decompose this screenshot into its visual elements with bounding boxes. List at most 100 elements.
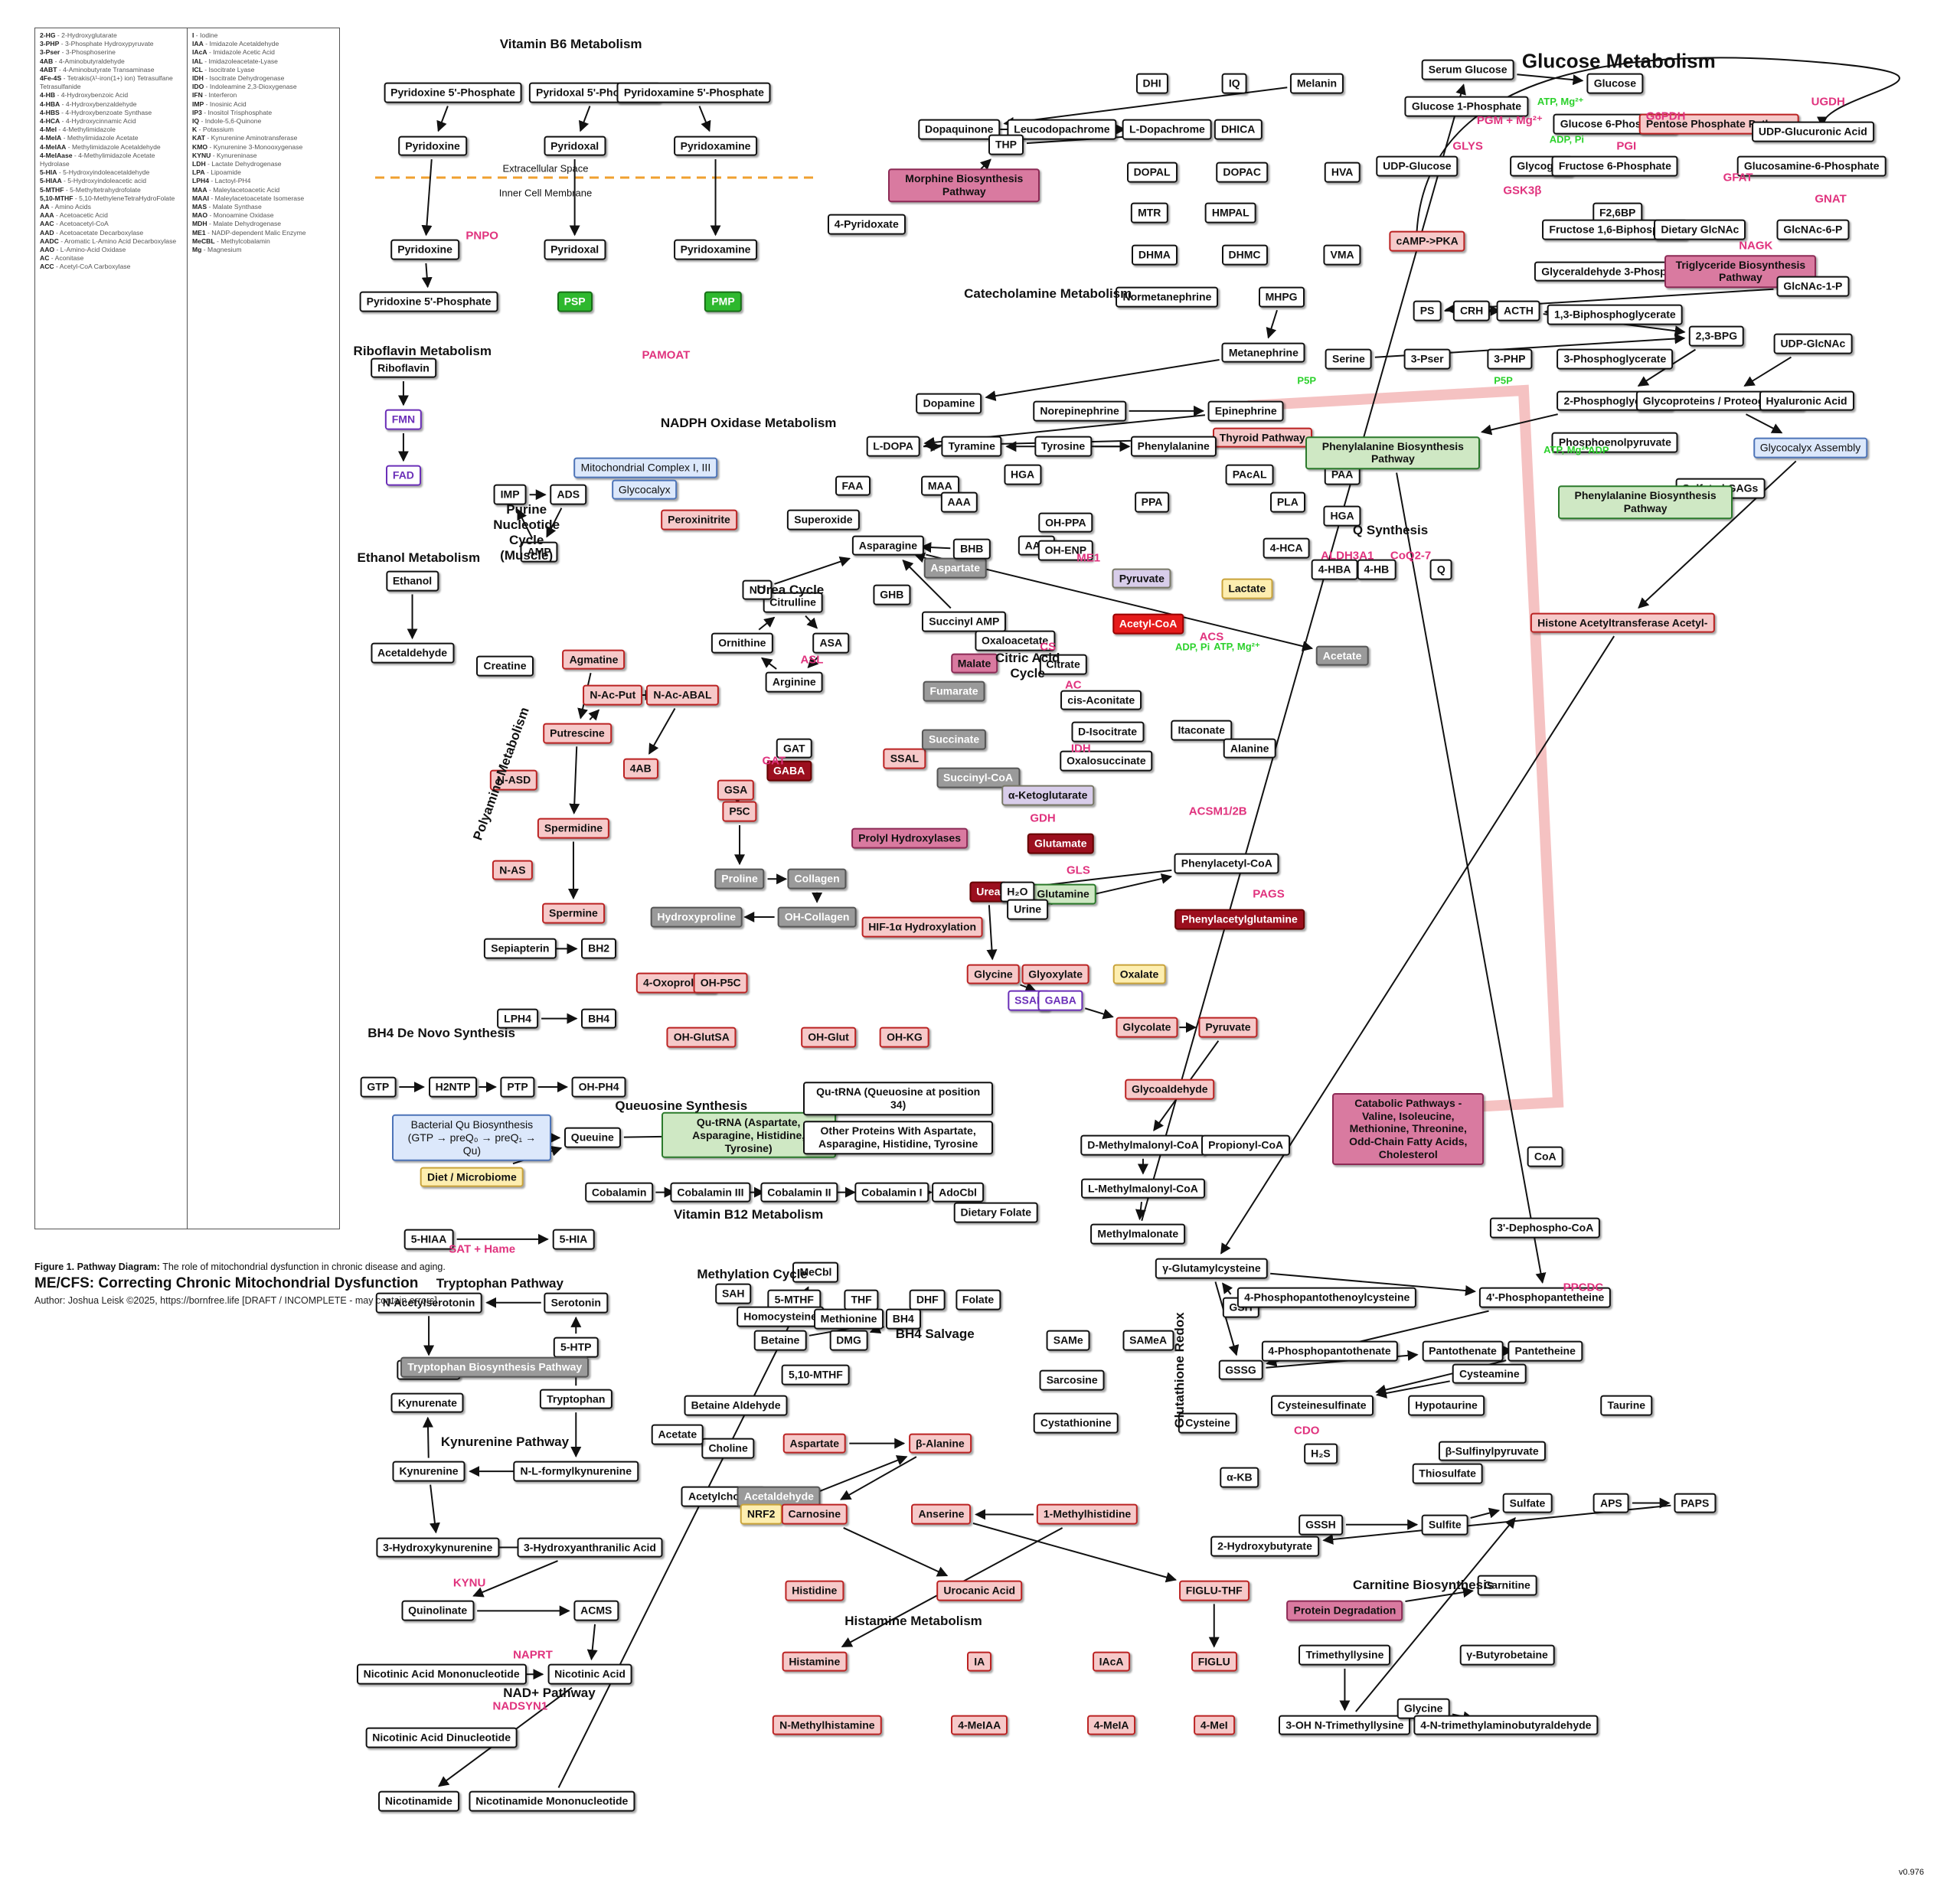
node-bh4: BH4 xyxy=(885,1308,921,1330)
section-title-nad-pathway: NAD+ Pathway xyxy=(503,1686,596,1701)
legend-abbr: AAD xyxy=(40,228,54,237)
node-no: NO xyxy=(742,579,773,600)
legend-abbr: 5-HIAA xyxy=(40,177,62,185)
legend-entry: MAAI - Maleylacetoacetate Isomerase xyxy=(192,194,335,203)
node-vma: VMA xyxy=(1323,244,1361,266)
node-nicotinic-acid: Nicotinic Acid xyxy=(547,1663,632,1685)
node-dopaquinone: Dopaquinone xyxy=(917,119,1001,140)
node-riboflavin: Riboflavin xyxy=(371,357,436,378)
node-bh4: BH4 xyxy=(581,1008,617,1029)
legend-entry: IAcA - Imidazole Acetic Acid xyxy=(192,48,335,57)
legend-entry: KYNU - Kynureninase xyxy=(192,152,335,160)
legend-entry: 3-PHP - 3-Phosphate Hydroxypyruvate xyxy=(40,40,182,48)
node-kynurenine: Kynurenine xyxy=(392,1461,466,1482)
section-title-q-synthesis: Q Synthesis xyxy=(1352,522,1429,537)
node-aspartate: Aspartate xyxy=(923,557,988,579)
section-title-riboflavin-metabolism: Riboflavin Metabolism xyxy=(353,343,492,358)
node-ppa: PPA xyxy=(1134,491,1170,513)
node-pyruvate: Pyruvate xyxy=(1112,568,1171,589)
legend-entry: AAD - Acetoacetate Decarboxylase xyxy=(40,229,182,237)
node-acetaldehyde: Acetaldehyde xyxy=(370,642,455,664)
cofactor-label: P5P xyxy=(1494,374,1513,387)
node-glycolate: Glycolate xyxy=(1116,1017,1178,1038)
node-4-phosphopantothenate: 4-Phosphopantothenate xyxy=(1261,1340,1398,1362)
legend-definition: - Aconitase xyxy=(49,254,84,263)
legend-abbr: KMO xyxy=(192,142,208,151)
node-mitochondrial-complex-i-iii: Mitochondrial Complex I, III xyxy=(573,458,718,478)
reaction-arrow xyxy=(648,708,676,755)
legend-entry: ME1 - NADP-dependent Malic Enzyme xyxy=(192,229,335,237)
node-4-phosphopantothenoylcysteine: 4-Phosphopantothenoylcysteine xyxy=(1237,1287,1417,1308)
legend-definition: - Aromatic L-Amino Acid Decarboxylase xyxy=(58,237,177,245)
node-oh-p5c: OH-P5C xyxy=(693,972,748,994)
reaction-arrow xyxy=(1135,1201,1146,1221)
node-spermine: Spermine xyxy=(542,902,605,924)
legend-definition: - Indole-5,6-Quinone xyxy=(199,117,262,126)
node-4-pyridoxate: 4-Pyridoxate xyxy=(827,214,906,235)
node-h2ntp: H2NTP xyxy=(428,1076,478,1098)
node-thp: THP xyxy=(988,134,1024,155)
legend-abbr: 4AB xyxy=(40,57,54,65)
legend-abbr: 4ABT xyxy=(40,65,57,73)
node-agmatine: Agmatine xyxy=(562,649,626,671)
legend-entry: 4ABT - 4-Aminobutyrate Transaminase xyxy=(40,66,182,74)
legend-entry: KMO - Kynurenine 3-Monooxygenase xyxy=(192,143,335,152)
node-mhpg: MHPG xyxy=(1258,286,1305,308)
node-1-methylhistidine: 1-Methylhistidine xyxy=(1036,1504,1138,1525)
node-n-as: N-AS xyxy=(492,860,533,881)
node-serum-glucose: Serum Glucose xyxy=(1421,59,1514,80)
node-ethanol: Ethanol xyxy=(385,570,439,592)
section-title-vitamin-b6-metabolism: Vitamin B6 Metabolism xyxy=(499,36,642,51)
node-l-dopa: L-DOPA xyxy=(866,436,920,457)
version-label: v0.976 xyxy=(1899,1868,1925,1877)
node-kynurenate: Kynurenate xyxy=(390,1392,464,1414)
legend-definition: - Kynurenine 3-Monooxygenase xyxy=(207,142,303,151)
node-2-3-bpg: 2,3-BPG xyxy=(1688,325,1745,347)
legend-definition: - Lactoyl-PH4 xyxy=(208,177,251,185)
legend-definition: - Acetyl-CoA Carboxylase xyxy=(54,263,131,271)
node-proline: Proline xyxy=(714,868,765,889)
node-dietary-glcnac: Dietary GlcNAc xyxy=(1654,219,1746,240)
node-same: SAMe xyxy=(1046,1330,1090,1351)
node-4-n-trimethylaminobutyraldehyde: 4-N-trimethylaminobutyraldehyde xyxy=(1413,1715,1599,1735)
reaction-arrow xyxy=(1214,1281,1240,1356)
node-pyridoxine: Pyridoxine xyxy=(398,135,467,156)
legend-abbr: LPH4 xyxy=(192,177,209,185)
node-5-10-mthf: 5,10-MTHF xyxy=(782,1364,850,1386)
legend-entry: AC - Aconitase xyxy=(40,254,182,263)
node-aps: APS xyxy=(1592,1493,1629,1513)
node-ornithine: Ornithine xyxy=(711,632,773,654)
node-oh-ppa: OH-PPA xyxy=(1038,512,1093,534)
author-line: Author: Joshua Leisk ©2025, https://born… xyxy=(34,1295,437,1306)
node-pyridoxine: Pyridoxine xyxy=(390,240,459,260)
node-n-ac-abal: N-Ac-ABAL xyxy=(646,684,719,706)
node-urine: Urine xyxy=(1007,899,1049,920)
reaction-arrow xyxy=(758,616,776,631)
legend-abbr: AAO xyxy=(40,246,55,254)
legend-entry: MDH - Malate Dehydrogenase xyxy=(192,220,335,228)
legend-definition: - Iodine xyxy=(194,31,218,39)
node-1-3-biphosphoglycerate: 1,3-Biphosphoglycerate xyxy=(1547,304,1683,325)
node-pyridoxal: Pyridoxal xyxy=(544,135,606,156)
node-ads: ADS xyxy=(550,484,587,505)
node-phenylalanine-biosynthesis-pathway: Phenylalanine Biosynthesis Pathway xyxy=(1558,485,1733,519)
node-cobalamin-i: Cobalamin I xyxy=(854,1182,929,1203)
node-psp: PSP xyxy=(557,291,593,312)
legend-entry: LDH - Lactate Dehydrogenase xyxy=(192,160,335,168)
section-title-extracellular-space: Extracellular Space xyxy=(502,162,589,175)
node-bacterial-qu-biosynthesis-gtp-preq-preq-qu: Bacterial Qu Biosynthesis (GTP → preQ₀ →… xyxy=(392,1115,552,1161)
node-dhma: DHMA xyxy=(1131,244,1178,266)
node-dhf: DHF xyxy=(909,1290,946,1310)
legend-abbr: IAL xyxy=(192,57,203,65)
reaction-arrow xyxy=(421,263,433,289)
node-epinephrine: Epinephrine xyxy=(1207,400,1284,422)
legend-abbr: LDH xyxy=(192,160,206,168)
node-asparagine: Asparagine xyxy=(851,535,925,556)
enzyme-label-sat-hame: SAT + Hame xyxy=(449,1242,516,1256)
node-propionyl-coa: Propionyl-CoA xyxy=(1201,1134,1291,1156)
reaction-arrow xyxy=(1517,73,1584,86)
legend-definition: - Acetoacetyl-CoA xyxy=(54,220,109,228)
legend-entry: IDH - Isocitrate Dehydrogenase xyxy=(192,74,335,83)
legend-abbr: IP3 xyxy=(192,108,202,116)
node-l-dopachrome: L-Dopachrome xyxy=(1122,119,1212,140)
